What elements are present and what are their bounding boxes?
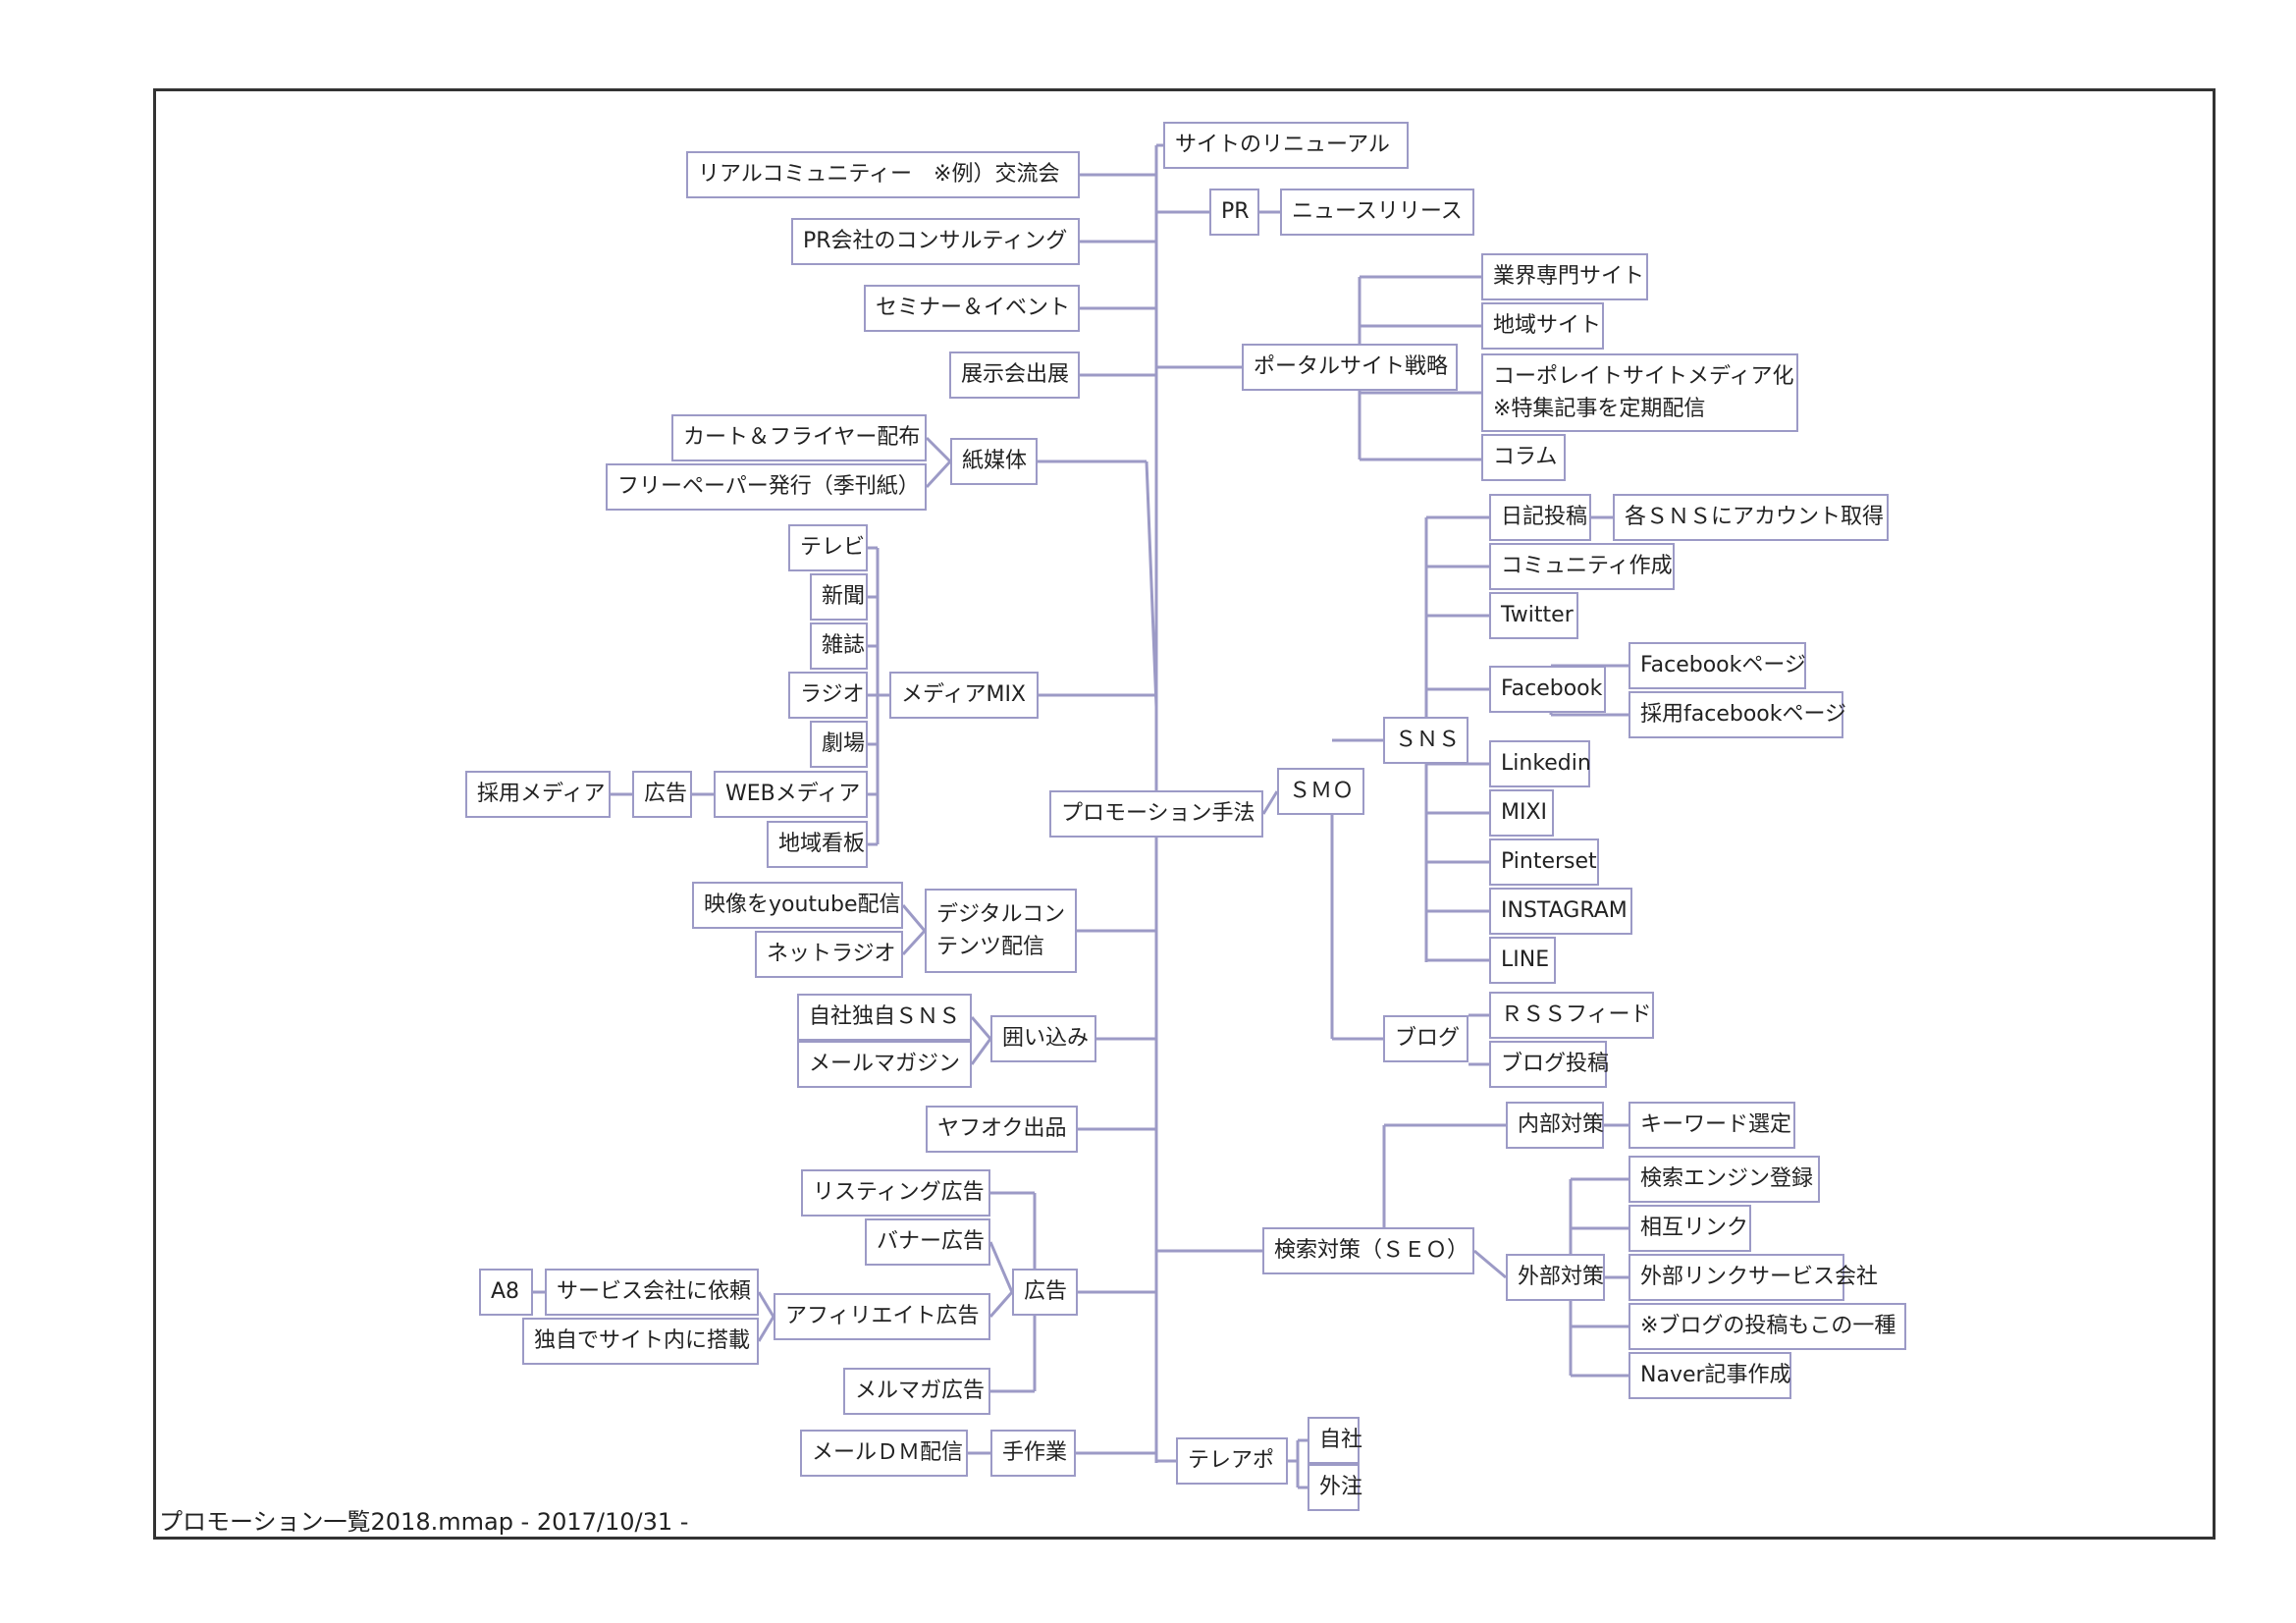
node-recruit-facebook[interactable]: 採用facebookページ: [1629, 691, 1846, 738]
node-diary-post[interactable]: 日記投稿: [1489, 494, 1591, 541]
node-listing-ad[interactable]: リスティング広告: [801, 1169, 990, 1217]
corporate-media-line-2: ※特集記事を定期配信: [1493, 397, 1706, 421]
node-paper-media[interactable]: 紙媒体: [950, 438, 1038, 485]
node-seo[interactable]: 検索対策（ＳＥＯ）: [1262, 1227, 1474, 1274]
node-affiliate-ad[interactable]: アフィリエイト広告: [774, 1293, 990, 1340]
node-media-mix[interactable]: メディアMIX: [889, 672, 1039, 719]
node-mutual-link[interactable]: 相互リンク: [1629, 1205, 1751, 1252]
node-card-flyer[interactable]: カート＆フライヤー配布: [671, 414, 927, 461]
node-corporate-media[interactable]: コーポレイトサイトメディア化 ※特集記事を定期配信: [1481, 353, 1798, 432]
node-sns-accounts[interactable]: 各ＳＮＳにアカウント取得: [1613, 494, 1889, 541]
node-facebook-page[interactable]: Facebookページ: [1629, 642, 1806, 689]
node-community-create[interactable]: コミュニティ作成: [1489, 543, 1675, 590]
node-telemarketing[interactable]: テレアポ: [1176, 1437, 1288, 1485]
digital-content-line-1: デジタルコン: [936, 902, 1066, 927]
node-in-house[interactable]: 自社: [1308, 1417, 1362, 1464]
node-free-paper[interactable]: フリーペーパー発行（季刊紙）: [606, 463, 927, 511]
node-recruit-media[interactable]: 採用メディア: [465, 771, 611, 818]
node-digital-content[interactable]: デジタルコン テンツ配信: [925, 889, 1077, 973]
node-industry-site[interactable]: 業界専門サイト: [1481, 253, 1648, 300]
node-external-measures[interactable]: 外部対策: [1506, 1254, 1605, 1301]
node-enclosure[interactable]: 囲い込み: [990, 1015, 1096, 1062]
node-mixi[interactable]: MIXI: [1489, 789, 1554, 837]
digital-content-line-2: テンツ配信: [936, 935, 1045, 959]
node-yahoo-auction[interactable]: ヤフオク出品: [926, 1106, 1078, 1153]
node-column[interactable]: コラム: [1481, 434, 1566, 481]
node-root[interactable]: プロモーション手法: [1049, 790, 1263, 838]
node-a8[interactable]: A8: [479, 1269, 533, 1316]
node-ad[interactable]: 広告: [632, 771, 692, 818]
node-mail-magazine[interactable]: メールマガジン: [797, 1041, 972, 1088]
node-external-link-service[interactable]: 外部リンクサービス会社: [1629, 1254, 1878, 1301]
node-regional-billboard[interactable]: 地域看板: [767, 821, 868, 868]
node-exhibition[interactable]: 展示会出展: [949, 352, 1080, 399]
node-linkedin[interactable]: Linkedin: [1489, 740, 1591, 787]
node-youtube[interactable]: 映像をyoutube配信: [692, 882, 903, 929]
node-mail-dm[interactable]: メールＤＭ配信: [800, 1430, 968, 1477]
footer-file-info: プロモーション一覧2018.mmap - 2017/10/31 -: [159, 1508, 689, 1536]
node-line[interactable]: LINE: [1489, 937, 1556, 984]
node-twitter[interactable]: Twitter: [1489, 592, 1578, 639]
corporate-media-line-1: コーポレイトサイトメディア化: [1493, 364, 1794, 389]
node-naver[interactable]: Naver記事作成: [1629, 1352, 1791, 1399]
node-own-site[interactable]: 独自でサイト内に搭載: [522, 1318, 759, 1365]
node-tv[interactable]: テレビ: [788, 524, 868, 571]
node-web-media[interactable]: WEBメディア: [714, 771, 868, 818]
node-pinterset[interactable]: Pinterset: [1489, 839, 1599, 886]
node-rss-feed[interactable]: ＲＳＳフィード: [1489, 992, 1654, 1039]
node-theater[interactable]: 劇場: [810, 721, 868, 768]
node-blog-post[interactable]: ブログ投稿: [1489, 1041, 1609, 1088]
node-net-radio[interactable]: ネットラジオ: [755, 931, 903, 978]
node-smo[interactable]: ＳＭＯ: [1277, 768, 1364, 815]
node-pr-consulting[interactable]: PR会社のコンサルティング: [791, 218, 1080, 265]
node-magazine[interactable]: 雑誌: [810, 622, 868, 670]
node-manual-work[interactable]: 手作業: [990, 1430, 1076, 1477]
node-blog[interactable]: ブログ: [1383, 1015, 1468, 1062]
node-own-sns[interactable]: 自社独自ＳＮＳ: [797, 994, 972, 1041]
node-service-request[interactable]: サービス会社に依頼: [545, 1269, 759, 1316]
node-banner-ad[interactable]: バナー広告: [865, 1218, 990, 1266]
node-newspaper[interactable]: 新聞: [810, 573, 868, 621]
node-pr[interactable]: PR: [1209, 189, 1259, 236]
node-site-renewal[interactable]: サイトのリニューアル: [1163, 122, 1409, 169]
node-seminar-event[interactable]: セミナー＆イベント: [864, 285, 1080, 332]
node-outsourced[interactable]: 外注: [1308, 1464, 1362, 1511]
node-blog-post-kind[interactable]: ※ブログの投稿もこの一種: [1629, 1303, 1906, 1350]
node-instagram[interactable]: INSTAGRAM: [1489, 888, 1632, 935]
node-internal-measures[interactable]: 内部対策: [1506, 1102, 1604, 1149]
node-mailmaga-ad[interactable]: メルマガ広告: [843, 1368, 990, 1415]
node-sns[interactable]: ＳＮＳ: [1383, 717, 1468, 764]
node-real-community[interactable]: リアルコミュニティー ※例）交流会: [686, 151, 1080, 198]
node-facebook[interactable]: Facebook: [1489, 666, 1606, 713]
node-keyword-select[interactable]: キーワード選定: [1629, 1102, 1795, 1149]
node-portal-strategy[interactable]: ポータルサイト戦略: [1242, 344, 1458, 391]
node-regional-site[interactable]: 地域サイト: [1481, 302, 1604, 350]
node-advertising[interactable]: 広告: [1012, 1269, 1078, 1316]
node-radio[interactable]: ラジオ: [788, 672, 868, 719]
node-news-release[interactable]: ニュースリリース: [1280, 189, 1474, 236]
node-search-engine-reg[interactable]: 検索エンジン登録: [1629, 1156, 1820, 1203]
